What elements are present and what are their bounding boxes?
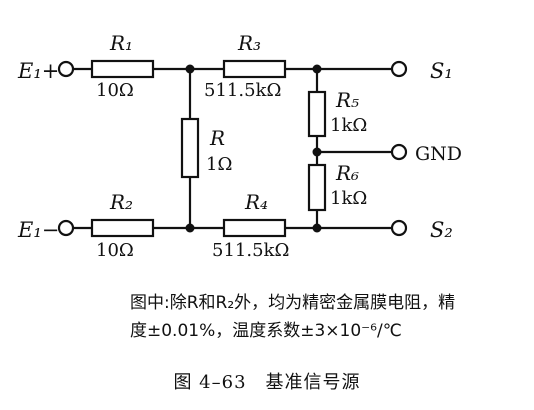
label-r-name: R [209, 126, 225, 150]
resistor-r [180, 117, 200, 179]
label-r-value: 1Ω [206, 154, 232, 175]
label-s2: S₂ [430, 218, 453, 242]
label-r4-name: R₄ [244, 190, 268, 214]
resistor-r3 [222, 59, 287, 79]
resistor-r1 [90, 59, 155, 79]
figure-caption: 图 4–63 基准信号源 [173, 372, 361, 393]
terminal-gnd [390, 143, 408, 161]
terminal-s2 [390, 219, 408, 237]
label-r4-value: 511.5kΩ [212, 240, 289, 261]
junction-top-left [185, 64, 195, 74]
label-gnd: GND [415, 143, 462, 165]
label-r1-value: 10Ω [96, 80, 134, 101]
junction-bottom-right [312, 223, 322, 233]
label-r6-name: R₆ [335, 161, 359, 185]
resistor-r2 [90, 218, 155, 238]
label-r3-value: 511.5kΩ [204, 80, 281, 101]
label-r1-name: R₁ [109, 31, 133, 55]
label-r5-value: 1kΩ [330, 115, 367, 136]
resistor-r4 [222, 218, 287, 238]
label-e1-minus: E₁− [17, 218, 59, 242]
label-r3-name: R₃ [237, 31, 261, 55]
terminal-e1-minus [57, 219, 75, 237]
junction-top-right [312, 64, 322, 74]
label-r2-name: R₂ [109, 190, 133, 214]
terminal-s1 [390, 60, 408, 78]
label-e1-plus: E₁+ [17, 59, 59, 83]
label-r5-name: R₅ [335, 88, 359, 112]
resistor-r5 [307, 90, 327, 138]
junction-middle [312, 147, 322, 157]
label-r6-value: 1kΩ [330, 188, 367, 209]
note-line-2: 度±0.01%，温度系数±3×10⁻⁶/℃ [130, 321, 402, 341]
resistor-r6 [307, 163, 327, 212]
label-r2-value: 10Ω [96, 240, 134, 261]
label-s1: S₁ [430, 59, 453, 83]
note-line-1: 图中:除R和R₂外，均为精密金属膜电阻，精 [130, 293, 456, 313]
junction-bottom-left [185, 223, 195, 233]
terminal-e1-plus [57, 60, 75, 78]
